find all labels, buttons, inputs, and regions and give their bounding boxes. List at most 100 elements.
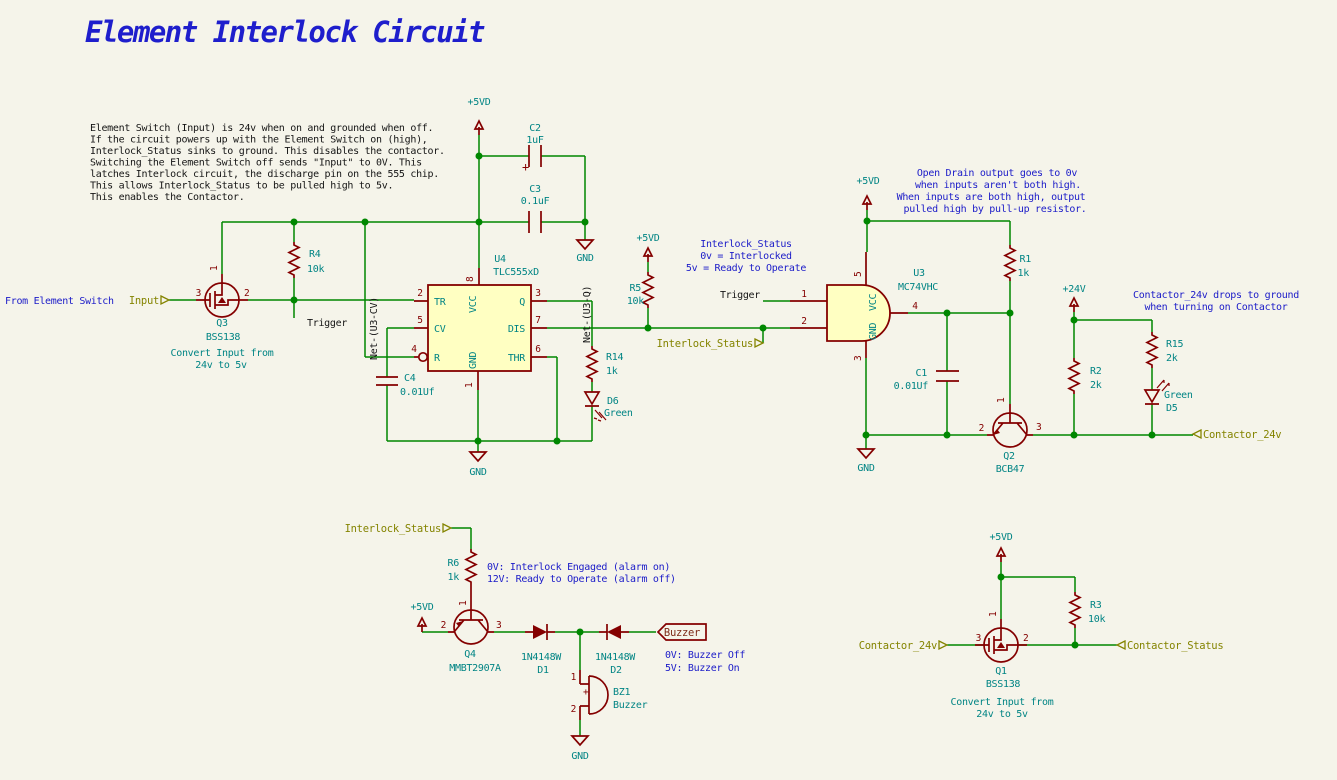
component-symbols <box>160 145 1202 720</box>
wire-layer <box>169 135 1193 736</box>
q3-value: BSS138 <box>206 332 241 343</box>
gnd-label: GND <box>571 751 588 762</box>
global-label-arrows <box>160 294 1202 651</box>
d6-value: Green <box>604 408 633 419</box>
u4-pinnum-8: 8 <box>465 276 476 282</box>
r1-ref: R1 <box>1020 254 1032 265</box>
d2-value: 1N4148W <box>595 652 636 663</box>
power-label-5vd: +5VD <box>637 233 660 244</box>
gnd-icon <box>469 451 487 462</box>
local-label-net-u3-q: Net-(U3-Q) <box>582 286 593 343</box>
u4-pin-vcc: VCC <box>468 296 479 313</box>
bjt-q2-npn <box>986 403 1034 448</box>
u3-pinnum-4: 4 <box>912 301 918 312</box>
global-label-input: Input <box>129 295 159 307</box>
u4-pin-dis: DIS <box>508 324 525 335</box>
resistor-r2 <box>1068 357 1080 395</box>
r6-value: 1k <box>448 572 460 583</box>
diode-d1 <box>525 624 555 640</box>
note-open-drain-2: when inputs aren't both high. <box>915 180 1081 191</box>
u4-pin-thr: THR <box>508 353 526 364</box>
q3-note-1: Convert Input from <box>171 348 274 359</box>
bz1-plus-sign: + <box>583 687 589 698</box>
u4-ref: U4 <box>494 254 506 265</box>
buzzer-bz1 <box>579 670 609 720</box>
description-line: Interlock_Status sinks to ground. This d… <box>90 146 445 157</box>
note-interlock-2: 0v = Interlocked <box>700 251 792 262</box>
buzzer-hier-label: Buzzer <box>664 627 700 639</box>
page-title: Element Interlock Circuit <box>85 15 485 49</box>
q1-note-1: Convert Input from <box>951 697 1054 708</box>
description-line: This allows Interlock_Status to be pulle… <box>90 181 393 192</box>
u3-pinnum-3: 3 <box>853 356 864 361</box>
diode-d2 <box>599 624 629 640</box>
r15-ref: R15 <box>1166 339 1183 350</box>
power-5vd-icon <box>474 120 484 136</box>
buzzer-hier-label-box <box>656 623 707 641</box>
description-line: If the circuit powers up with the Elemen… <box>90 135 428 146</box>
u4-pinnum-7: 7 <box>535 315 540 326</box>
r1-value: 1k <box>1018 268 1030 279</box>
q3-ref: Q3 <box>216 318 228 329</box>
q2-ref: Q2 <box>1003 451 1015 462</box>
u3-pinnum-2: 2 <box>801 316 806 327</box>
local-label-net-u3-cv: Net-(U3-CV) <box>369 297 380 360</box>
resistor-r3 <box>1069 591 1081 629</box>
d1-ref: D1 <box>537 665 549 676</box>
q3-pinnum-1: 1 <box>209 265 220 271</box>
global-label-interlock-status: Interlock_Status <box>657 338 753 350</box>
u4-pinnum-3: 3 <box>535 288 540 299</box>
u3-value: MC74VHC <box>898 282 938 293</box>
local-label-trigger: Trigger <box>307 318 347 329</box>
power-5vd-icon <box>996 547 1006 563</box>
u4-pin-cv: CV <box>434 324 446 335</box>
resistor-r1 <box>1004 244 1016 282</box>
u4-value: TLC555xD <box>493 267 539 278</box>
global-arrow-contactor-status <box>1115 639 1126 651</box>
q4-pinnum-2: 2 <box>441 620 446 631</box>
u4-pinnum-1: 1 <box>464 382 475 388</box>
note-open-drain-1: Open Drain output goes to 0v <box>917 168 1077 179</box>
c2-value: 1uF <box>526 135 543 146</box>
description-line: This enables the Contactor. <box>90 192 244 203</box>
q3-pinnum-3: 3 <box>196 288 201 299</box>
c2-plus-sign: + <box>522 160 529 174</box>
description-line: Element Switch (Input) is 24v when on an… <box>90 123 433 134</box>
u3-pin-gnd: GND <box>868 323 879 340</box>
mosfet-q1 <box>974 618 1028 663</box>
c4-value: 0.01Uf <box>400 387 435 398</box>
u4-555-body <box>427 284 532 372</box>
note-open-drain-3: When inputs are both high, output <box>897 192 1086 203</box>
global-label-interlock-status: Interlock_Status <box>345 523 441 535</box>
u3-pinnum-1: 1 <box>801 289 807 300</box>
r5-ref: R5 <box>630 283 642 294</box>
u4-pinnum-4: 4 <box>411 344 417 355</box>
note-alarm-2: 12V: Ready to Operate (alarm off) <box>487 574 676 585</box>
global-arrow-contactor24v-right <box>1191 428 1202 440</box>
note-contactor-1: Contactor_24v drops to ground <box>1133 290 1299 301</box>
q1-pinnum-1: 1 <box>988 611 999 617</box>
note-interlock-1: Interlock_Status <box>700 239 792 250</box>
note-buzzer-2: 5V: Buzzer On <box>665 663 740 674</box>
d5-value: Green <box>1164 390 1193 401</box>
u4-reset-bubble <box>417 351 429 363</box>
text-layer: Element Interlock Circuit Element Switch… <box>5 15 1300 762</box>
u3-ref: U3 <box>913 268 925 279</box>
note-open-drain-4: pulled high by pull-up resistor. <box>903 204 1086 215</box>
c1-value: 0.01Uf <box>894 381 929 392</box>
note-alarm-1: 0V: Interlock Engaged (alarm on) <box>487 562 670 573</box>
d6-ref: D6 <box>607 396 619 407</box>
gnd-label: GND <box>576 253 593 264</box>
capacitor-c3 <box>528 211 542 233</box>
r15-value: 2k <box>1166 353 1178 364</box>
note-contactor-2: when turning on Contactor <box>1144 302 1287 313</box>
description-line: Switching the Element Switch off sends "… <box>90 158 422 169</box>
description-block: Element Switch (Input) is 24v when on an… <box>90 123 445 203</box>
global-arrow-input <box>160 294 171 306</box>
q4-pinnum-3: 3 <box>496 620 501 631</box>
resistor-r5 <box>642 271 654 309</box>
gnd-icon <box>571 735 589 746</box>
r6-ref: R6 <box>448 558 460 569</box>
